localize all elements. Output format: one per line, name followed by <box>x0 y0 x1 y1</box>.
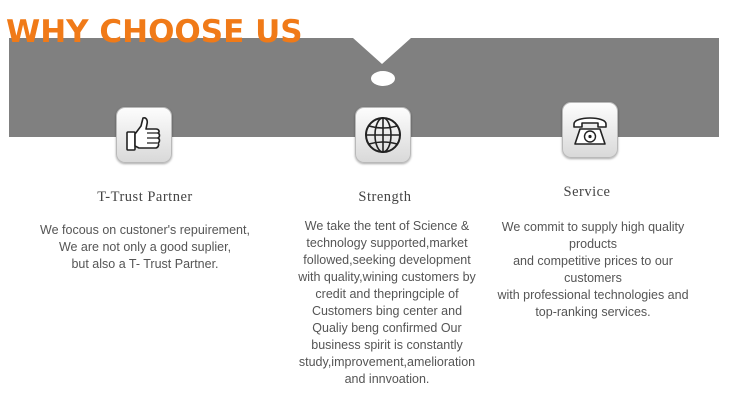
text-line: We take the tent of Science & <box>304 219 470 233</box>
column-text-service: We commit to supply high quality product… <box>468 219 718 321</box>
text-line: We are not only a good suplier, <box>58 240 232 254</box>
text-line: but also a T- Trust Partner. <box>71 257 219 271</box>
text-line: credit and thepringciple of <box>315 287 459 301</box>
column-title-strength: Strength <box>358 189 412 205</box>
telephone-icon <box>573 117 607 145</box>
text-line: study,improvement,amelioration <box>298 355 476 369</box>
column-title-trust: T-Trust Partner <box>97 189 193 205</box>
text-line: products <box>569 237 617 251</box>
column-title-service: Service <box>563 184 611 200</box>
text-line: Qualiy beng confirmed Our <box>312 321 462 335</box>
text-line: with quality,wining customers by <box>298 270 476 284</box>
column-text-trust: We focous on custoner's repuirement, We … <box>20 222 270 273</box>
text-line: and competitive prices to our <box>513 254 673 268</box>
text-line: top-ranking services. <box>535 305 651 319</box>
telephone-tile <box>562 102 618 158</box>
globe-tile <box>355 107 411 163</box>
text-line: technology supported,market <box>306 236 468 250</box>
text-line: with professional technologies and <box>497 288 689 302</box>
band-notch <box>353 38 411 64</box>
globe-icon <box>365 117 401 153</box>
thumbs-up-tile <box>116 107 172 163</box>
section-title: WHY CHOOSE US <box>6 14 303 50</box>
band-dot <box>371 71 395 86</box>
text-line: We focous on custoner's repuirement, <box>40 223 250 237</box>
thumbs-up-icon <box>126 117 161 151</box>
text-line: Customers bing center and <box>311 304 463 318</box>
text-line: business spirit is constantly <box>311 338 463 352</box>
text-line: followed,seeking development <box>303 253 471 267</box>
column-text-strength: We take the tent of Science & technology… <box>262 218 512 388</box>
text-line: and innvoation. <box>344 372 430 386</box>
text-line: We commit to supply high quality <box>501 220 685 234</box>
text-line: customers <box>564 271 622 285</box>
